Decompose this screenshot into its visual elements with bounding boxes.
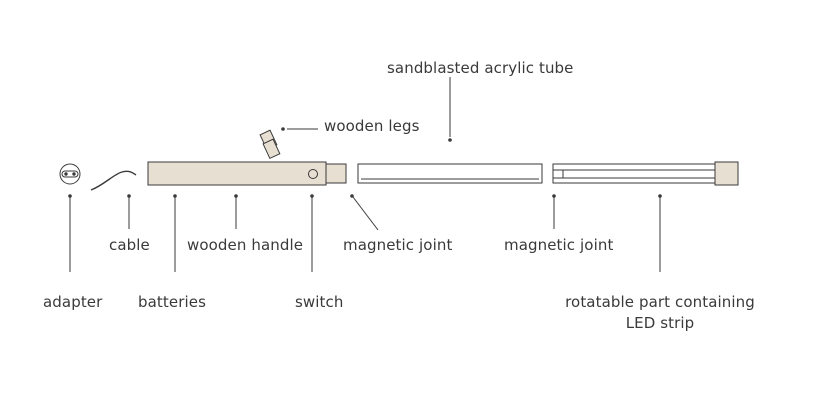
- acrylic-tube-part: [357, 163, 543, 184]
- wooden-handle-part: [147, 161, 347, 186]
- wooden-legs-part: [259, 129, 281, 160]
- leader-dots: [68, 127, 662, 198]
- label-rotatable-part-line1: rotatable part containing: [565, 293, 755, 311]
- rotatable-part: [552, 161, 739, 186]
- leader-lines: [69, 77, 661, 272]
- label-magnetic-joint-2: magnetic joint: [504, 236, 614, 254]
- label-rotatable-part-line2: LED strip: [625, 314, 695, 332]
- label-magnetic-joint-1: magnetic joint: [343, 236, 453, 254]
- cable-part: [90, 170, 137, 191]
- adapter-part: [59, 163, 81, 185]
- label-sandblasted-tube: sandblasted acrylic tube: [387, 59, 574, 77]
- label-wooden-legs: wooden legs: [324, 117, 420, 135]
- label-wooden-handle: wooden handle: [187, 236, 304, 254]
- label-batteries: batteries: [138, 293, 206, 311]
- label-switch: switch: [295, 293, 344, 311]
- label-adapter: adapter: [43, 293, 103, 311]
- label-cable: cable: [109, 236, 150, 254]
